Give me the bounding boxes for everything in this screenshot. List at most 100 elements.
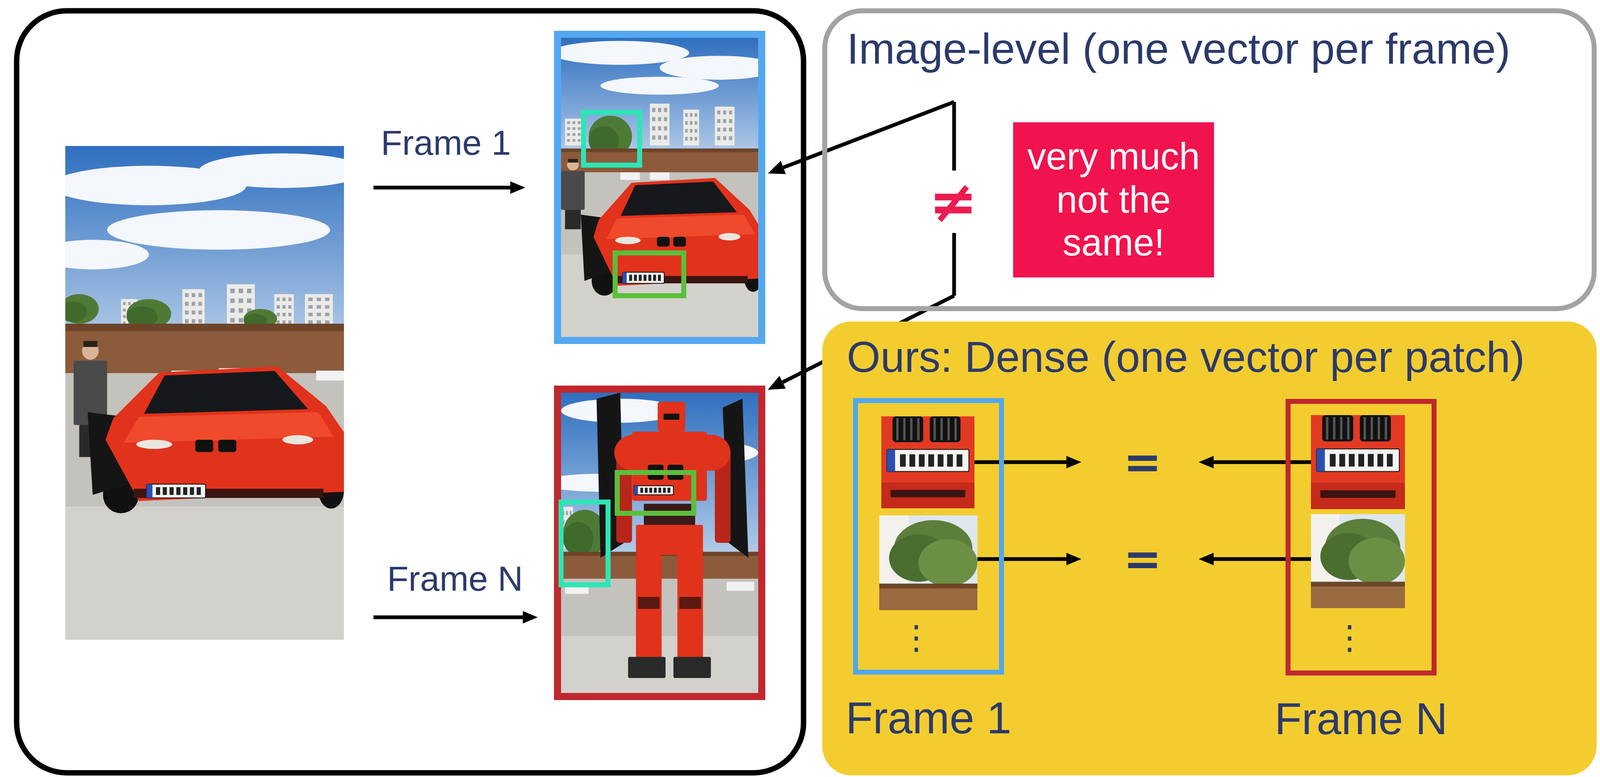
illustration-shape	[316, 297, 322, 301]
illustration-shape	[723, 110, 727, 115]
illustration-shape	[276, 305, 280, 309]
panel-title: Image-level (one vector per frame)	[846, 24, 1511, 75]
arrow-head	[1066, 455, 1082, 469]
dense-panel: Ours: Dense (one vector per patch)Frame …	[822, 321, 1597, 776]
illustration-shape	[238, 288, 244, 294]
illustration-shape	[324, 320, 330, 324]
illustration-shape	[65, 323, 344, 332]
illustration-shape	[685, 128, 688, 133]
arrow-head	[767, 375, 786, 390]
illustration-shape	[561, 148, 759, 153]
illustration-shape	[274, 294, 295, 329]
illustration-shape	[65, 506, 344, 640]
illustration-shape	[1310, 482, 1405, 510]
illustration-shape	[282, 297, 286, 301]
video-frame-photo	[65, 145, 344, 640]
arrow-line	[1213, 460, 1311, 465]
arrow-line	[974, 557, 1067, 562]
illustration-shape	[620, 172, 640, 181]
illustration-shape	[230, 298, 235, 304]
illustration-shape	[689, 128, 693, 133]
illustration-shape	[218, 439, 237, 452]
illustration-shape	[1387, 453, 1393, 467]
illustration-shape	[643, 274, 647, 281]
illustration-shape	[640, 487, 644, 493]
illustration-shape	[65, 301, 87, 323]
illustration-shape	[622, 272, 665, 284]
illustration-shape	[191, 293, 196, 297]
patch-highlight	[583, 112, 640, 166]
illustration-shape	[185, 293, 189, 297]
arrow-line	[783, 101, 955, 168]
illustration-shape	[572, 138, 576, 142]
illustration-shape	[577, 121, 581, 124]
illustration-shape	[1348, 537, 1405, 585]
illustration-shape	[956, 454, 963, 467]
illustration-shape	[879, 583, 978, 589]
illustration-shape	[238, 318, 244, 323]
illustration-shape	[679, 596, 701, 609]
illustration-shape	[123, 314, 126, 318]
illustration-shape	[881, 416, 975, 509]
illustration-shape	[635, 554, 662, 663]
illustration-shape	[176, 487, 181, 495]
illustration-shape	[1329, 453, 1336, 467]
illustration-shape	[308, 297, 313, 301]
frame-label: Frame 1	[380, 125, 512, 161]
illustration-shape	[900, 454, 906, 467]
illustration-shape	[568, 158, 579, 163]
bracket-line	[952, 232, 957, 296]
illustration-shape	[190, 487, 195, 495]
illustration-shape	[572, 133, 576, 136]
illustration-shape	[136, 439, 173, 449]
illustration-shape	[288, 320, 292, 324]
illustration-shape	[1316, 448, 1326, 472]
illustration-shape	[569, 510, 572, 515]
illustration-shape	[107, 210, 331, 250]
illustration-shape	[649, 487, 653, 493]
frame-heading: Frame 1	[845, 692, 1012, 744]
illustration-shape	[652, 107, 656, 112]
illustration-shape	[648, 274, 652, 281]
illustration-shape	[105, 366, 344, 502]
illustration-shape	[663, 135, 668, 140]
illustration-shape	[196, 487, 201, 495]
illustration-shape	[879, 583, 978, 611]
tree-patch	[1310, 514, 1405, 609]
illustration-shape	[652, 126, 656, 131]
illustration-shape	[282, 305, 286, 309]
illustration-shape	[572, 121, 576, 124]
video-frame-photo	[561, 37, 759, 337]
illustration-shape	[685, 121, 688, 125]
illustration-shape	[954, 417, 958, 441]
more-patches-ellipsis: ⋮	[899, 620, 933, 655]
illustration-shape	[622, 272, 627, 284]
illustration-shape	[185, 301, 189, 306]
illustration-shape	[892, 416, 924, 443]
verdict-box: very much not the same!	[1013, 122, 1215, 278]
illustration-shape	[146, 484, 153, 498]
illustration-shape	[940, 417, 943, 441]
illustration-shape	[238, 308, 244, 313]
illustration-shape	[230, 288, 235, 294]
illustration-shape	[723, 136, 727, 140]
illustration-shape	[1363, 417, 1367, 440]
illustration-shape	[577, 133, 581, 136]
illustration-shape	[288, 312, 292, 317]
illustration-shape	[663, 413, 680, 420]
illustration-shape	[563, 521, 594, 556]
illustration-shape	[1348, 453, 1355, 467]
illustration-shape	[1325, 417, 1329, 440]
illustration-shape	[182, 289, 205, 329]
illustration-shape	[689, 113, 693, 117]
arrow-head	[510, 181, 526, 194]
illustration-shape	[1320, 490, 1396, 498]
illustration-shape	[638, 596, 660, 609]
illustration-shape	[886, 449, 896, 472]
illustration-shape	[1316, 448, 1400, 472]
illustration-shape	[918, 539, 978, 587]
more-patches-ellipsis: ⋮	[1332, 620, 1367, 655]
illustration-shape	[717, 118, 721, 123]
illustration-shape	[282, 435, 314, 445]
